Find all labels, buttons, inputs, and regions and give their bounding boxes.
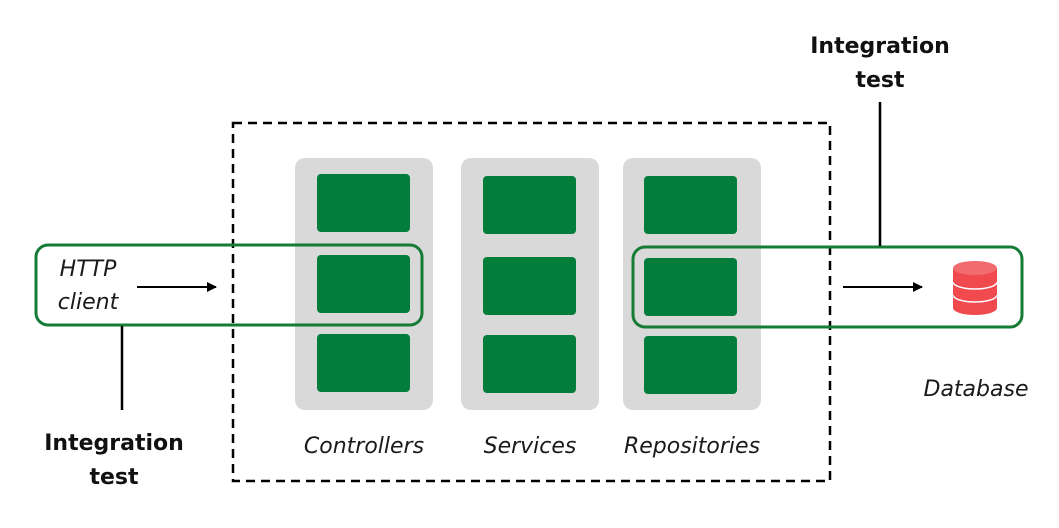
controllers-layer (295, 158, 433, 410)
repositories-label: Repositories (624, 434, 760, 459)
integration-test-left-label-line1: Integration (44, 431, 184, 456)
database-icon (952, 261, 998, 315)
repository-component (644, 176, 737, 234)
integration-test-right-label-line1: Integration (810, 34, 950, 59)
repository-component (644, 258, 737, 316)
controller-component (317, 334, 410, 392)
integration-test-left-label-line2: test (89, 465, 139, 490)
repositories-layer (623, 158, 761, 410)
integration-test-left-outline (34, 243, 424, 327)
integration-test-right-outline (631, 245, 1024, 329)
service-component (483, 257, 576, 315)
service-component (483, 176, 576, 234)
controllers-label: Controllers (304, 434, 424, 459)
http-client-label-line2: client (58, 290, 120, 315)
services-layer (461, 158, 599, 410)
integration-test-right-label-line2: test (855, 68, 905, 93)
controller-component (317, 255, 410, 313)
services-label: Services (484, 434, 577, 459)
controller-component (317, 174, 410, 232)
http-client-label-line1: HTTP (60, 257, 117, 282)
application-boundary (231, 121, 832, 483)
service-component (483, 335, 576, 393)
database-label: Database (924, 377, 1029, 402)
repository-component (644, 336, 737, 394)
